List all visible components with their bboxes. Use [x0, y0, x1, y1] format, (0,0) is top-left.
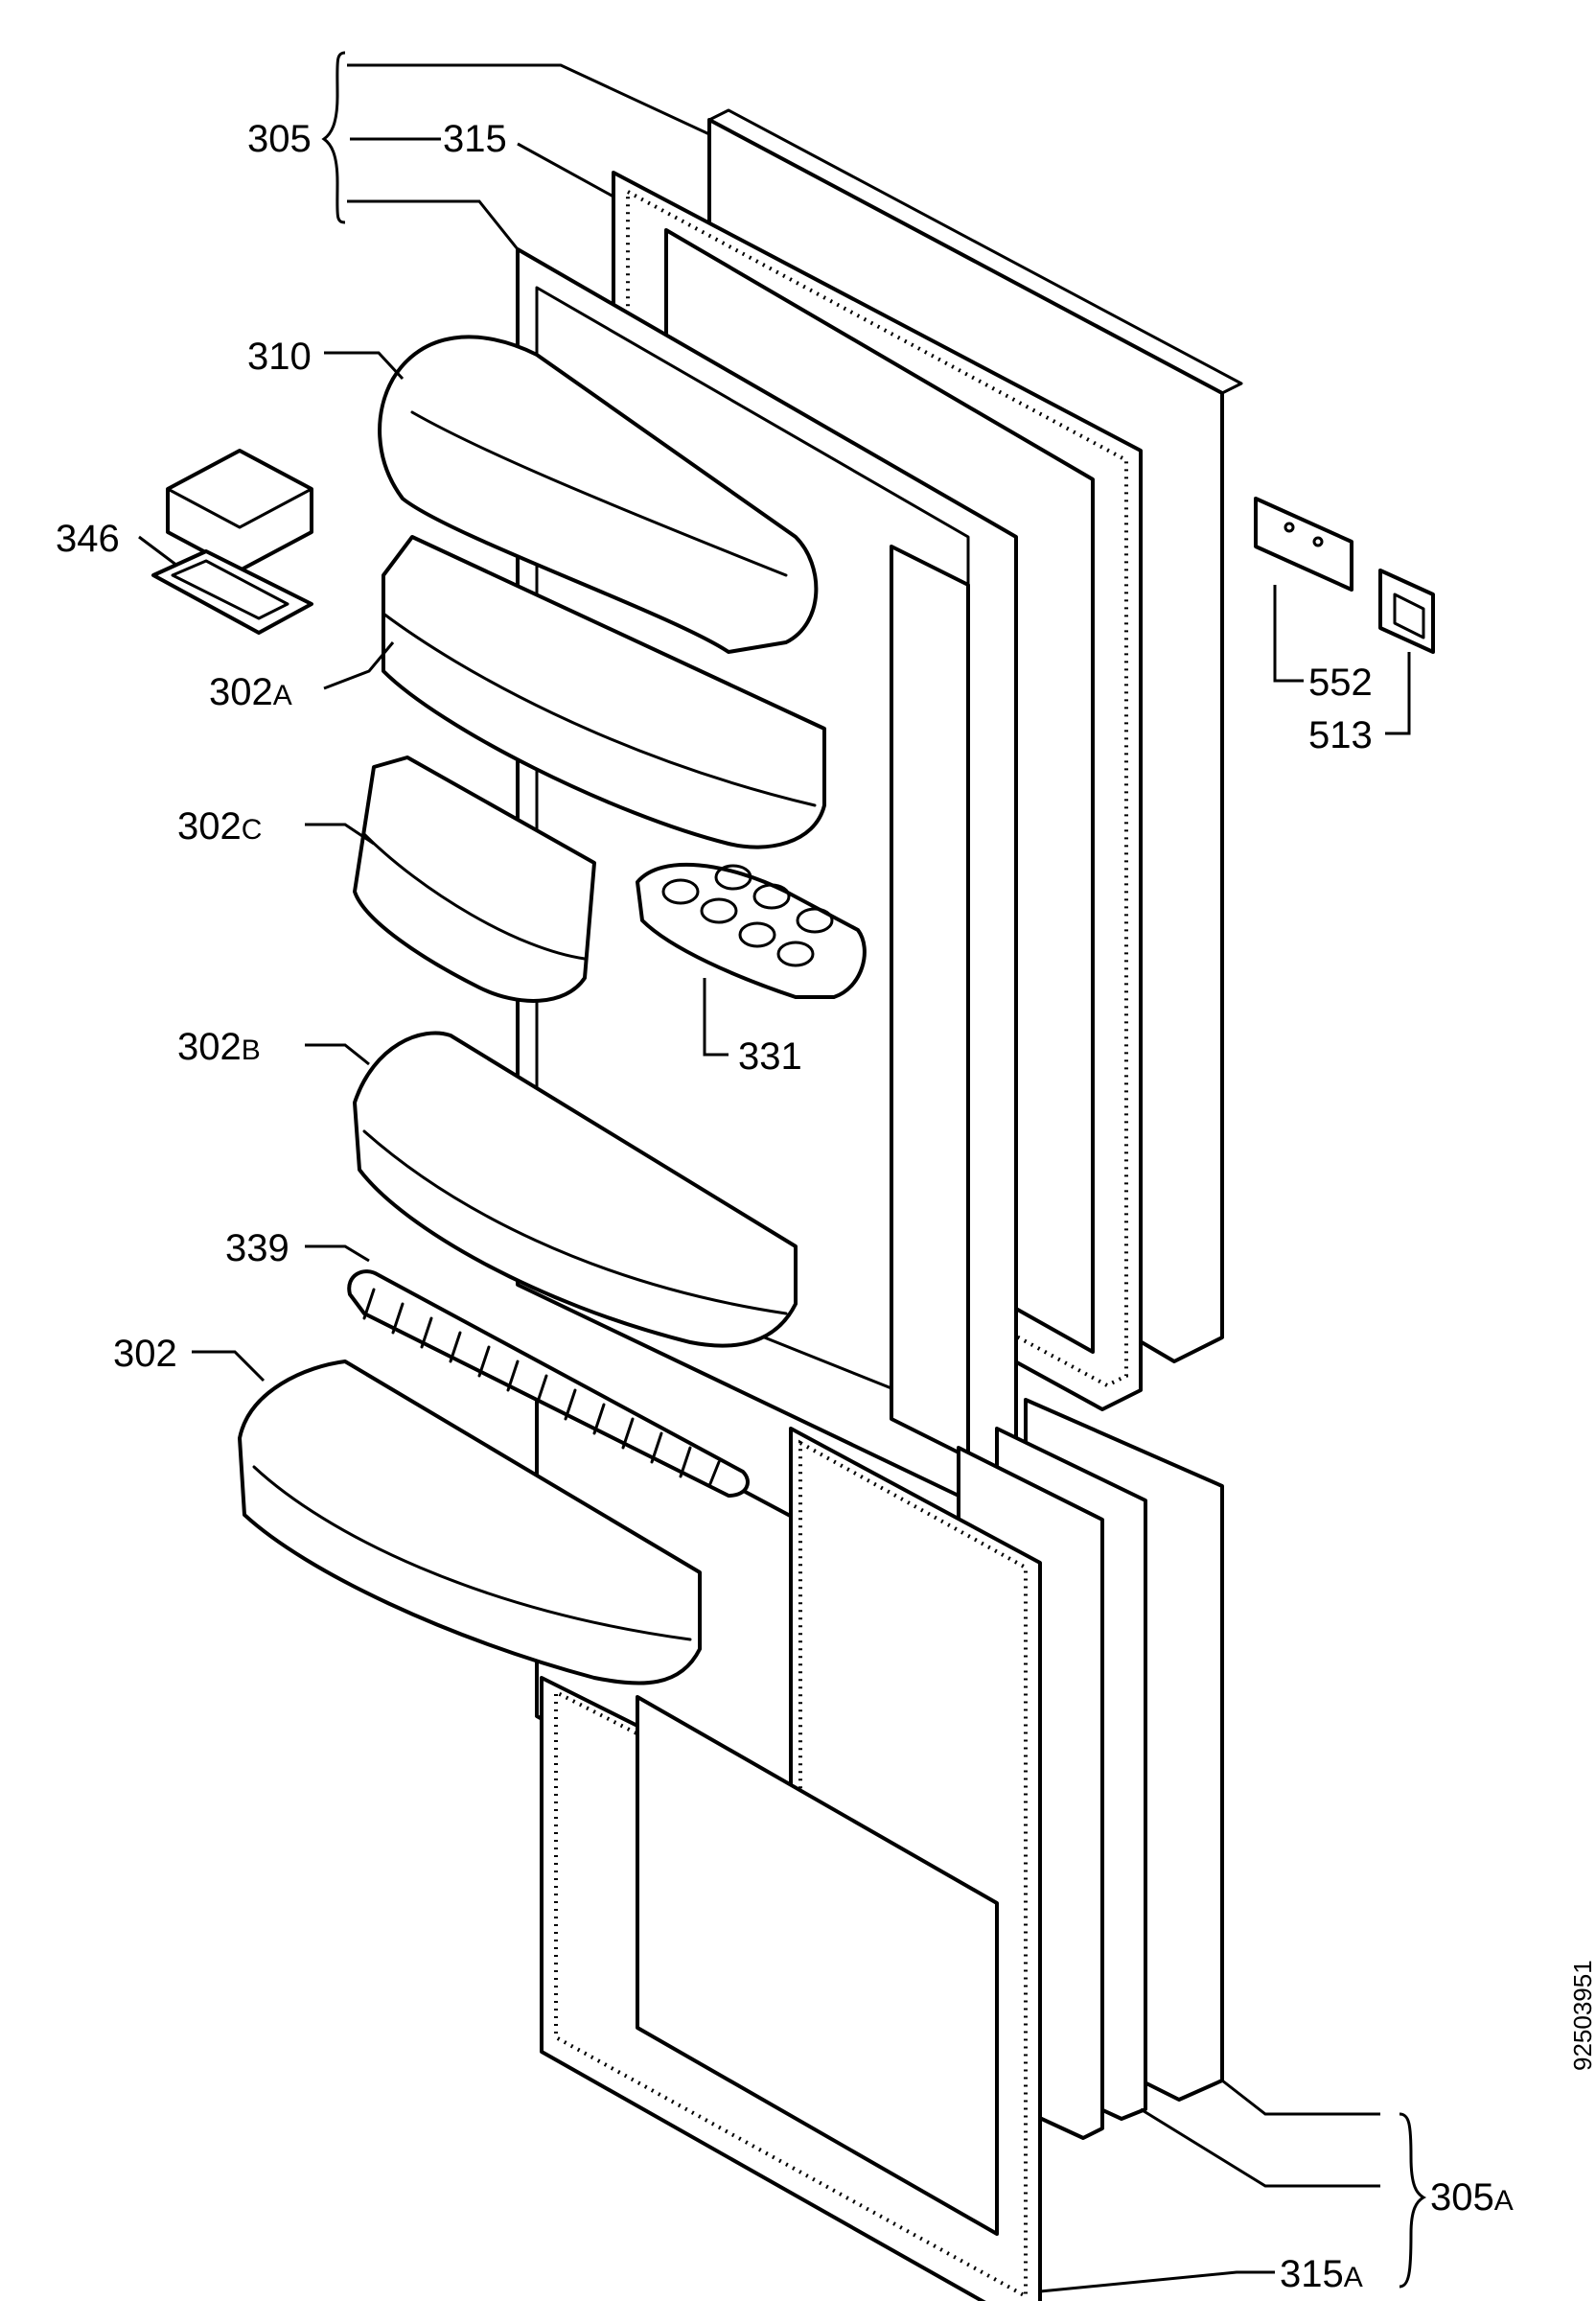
label-305a: 305A [1430, 2176, 1514, 2219]
label-315a-suffix: A [1344, 2262, 1363, 2293]
label-315: 315 [443, 118, 507, 160]
label-302: 302 [113, 1333, 177, 1375]
label-302a-number: 302 [209, 671, 273, 713]
label-302b: 302B [177, 1026, 261, 1068]
drawing-code: 92503951 [1568, 1960, 1596, 2071]
label-315a: 315A [1280, 2253, 1363, 2295]
label-302b-number: 302 [177, 1026, 242, 1068]
part-labels: 305 315 310 346 302A 302C 331 302B 339 3… [56, 118, 1514, 2295]
label-305a-number: 305 [1430, 2176, 1494, 2219]
leader-lines [138, 51, 1427, 2293]
label-302a-suffix: A [273, 680, 292, 711]
hinge-bracket-552 [1254, 497, 1353, 592]
egg-tray [636, 862, 867, 999]
label-305: 305 [247, 118, 312, 160]
label-302c-number: 302 [177, 805, 242, 848]
label-302c: 302C [177, 805, 262, 848]
label-305a-suffix: A [1494, 2185, 1514, 2217]
label-331: 331 [738, 1035, 802, 1078]
bottle-retainer [347, 1269, 750, 1498]
label-302b-suffix: B [242, 1034, 261, 1066]
door-shelf-302c [353, 755, 596, 1003]
label-346: 346 [56, 518, 120, 560]
label-315a-number: 315 [1280, 2253, 1344, 2295]
label-310: 310 [247, 336, 312, 378]
lower-door-gasket [535, 1379, 1042, 2301]
label-339: 339 [225, 1227, 289, 1269]
hinge-cover-513 [1378, 569, 1435, 654]
label-302c-suffix: C [242, 814, 263, 846]
cheese-box-lid [151, 449, 313, 635]
label-552: 552 [1308, 662, 1373, 704]
door-shelf-302b [353, 1031, 798, 1348]
butter-compartment-lid [378, 335, 819, 654]
label-513: 513 [1308, 714, 1373, 756]
label-302a: 302A [209, 671, 292, 713]
door-shelf-302 [238, 1360, 702, 1685]
door-shelf-302a [382, 535, 826, 849]
